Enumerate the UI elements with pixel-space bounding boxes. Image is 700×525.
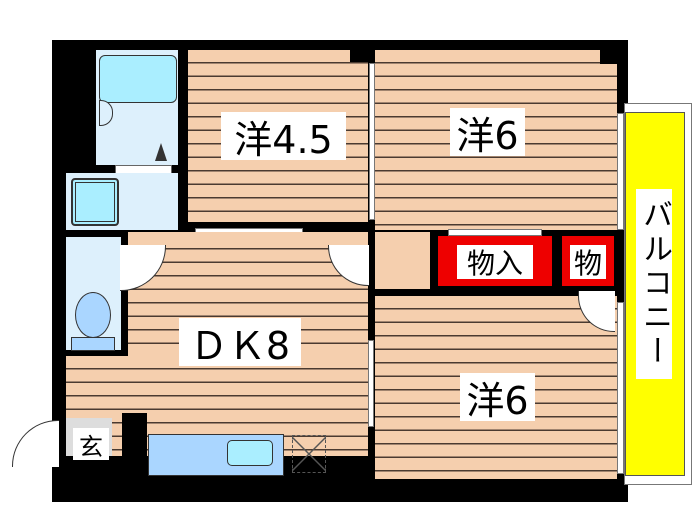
toilet-tank-icon <box>71 337 115 351</box>
pillar <box>350 50 372 62</box>
closet-large-label: 物入 <box>457 245 533 280</box>
room-label-western-6-bottom: 洋6 <box>460 373 535 423</box>
entrance-door-swing <box>12 420 59 467</box>
balcony-label: バルコニー <box>636 189 672 379</box>
kitchen-wall-stub <box>122 413 147 458</box>
fridge-space-icon <box>292 435 326 473</box>
window-right-top <box>617 113 624 230</box>
washing-machine-icon <box>71 178 119 226</box>
window-right-bottom <box>617 302 624 474</box>
entrance-label: 玄 <box>73 428 109 461</box>
sliding-door-dk <box>368 340 374 427</box>
room-label-western-4-5: 洋4.5 <box>221 112 346 162</box>
closet-door <box>448 229 542 236</box>
closet-small-label: 物 <box>570 245 606 280</box>
bathtub-icon <box>99 55 177 103</box>
sliding-door-left <box>369 63 375 220</box>
door-swing-icon <box>155 143 167 161</box>
dk-entry-strip <box>128 232 368 238</box>
sink-icon <box>227 440 273 466</box>
room-label-dining-kitchen: ＤＫ8 <box>179 318 301 368</box>
toilet-icon <box>75 292 111 338</box>
pillar <box>600 50 617 64</box>
hallway <box>375 232 430 289</box>
room-label-western-6-top: 洋6 <box>450 108 525 158</box>
